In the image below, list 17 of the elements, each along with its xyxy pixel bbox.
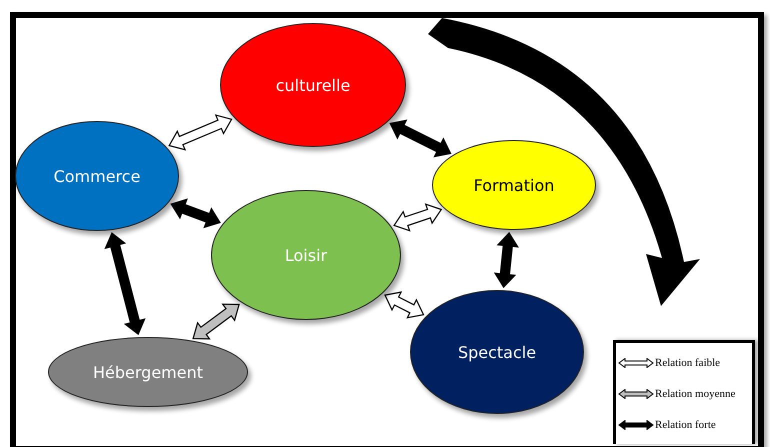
node-label: Hébergement [92,362,203,382]
double-arrow [389,119,452,158]
node-label: Spectacle [458,342,536,362]
double-arrow [168,114,232,151]
legend-text: Relation moyenne [655,388,736,400]
double-arrow [192,304,240,340]
double-arrow [104,232,146,336]
double-arrow [170,198,221,228]
legend-text: Relation faible [655,356,720,368]
double-arrow [393,203,442,232]
node-label: culturelle [276,76,350,94]
double-arrow [384,291,424,318]
node-label: Formation [474,176,554,194]
node-label: Commerce [54,166,140,186]
legend-text: Relation forte [655,418,716,430]
double-arrow [494,232,519,288]
node-label: Loisir [284,246,328,264]
